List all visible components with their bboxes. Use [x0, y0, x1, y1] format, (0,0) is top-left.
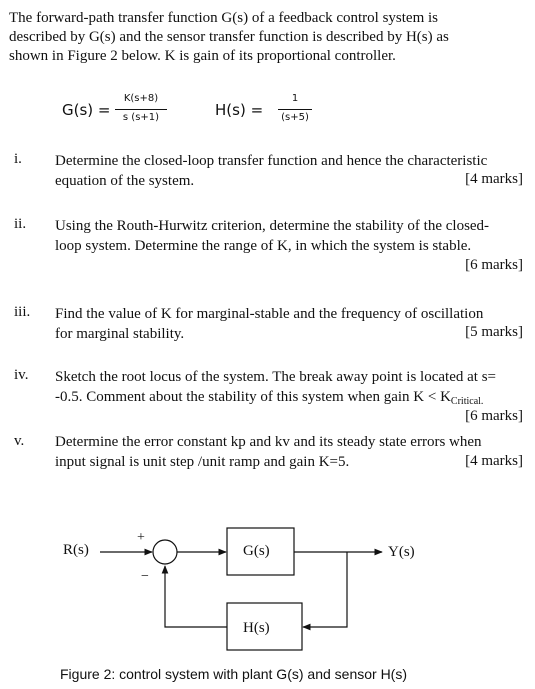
- h-block: [226, 602, 303, 651]
- minus-sign: −: [141, 569, 149, 584]
- h-block-label: H(s): [243, 620, 270, 636]
- question-line: Determine the error constant kp and kv a…: [55, 434, 482, 450]
- summing-junction: [152, 539, 178, 565]
- input-label: R(s): [63, 542, 89, 558]
- question-line: Using the Routh-Hurwitz criterion, deter…: [55, 218, 490, 234]
- k-critical-subscript: Critical.: [450, 396, 484, 407]
- question-line: Determine the closed-loop transfer funct…: [55, 153, 488, 169]
- output-label: Y(s): [388, 544, 415, 560]
- question-number: i.: [14, 151, 22, 167]
- question-text: Determine the error constant kp and kv a…: [55, 432, 527, 472]
- question-line: -0.5. Comment about the stability of thi…: [55, 387, 527, 412]
- question-line: equation of the system.: [55, 173, 195, 189]
- question-text: Sketch the root locus of the system. The…: [55, 367, 527, 412]
- g-numerator: K(s+8): [123, 93, 159, 104]
- question-number: ii.: [14, 216, 27, 232]
- g-lhs: G(s) =: [62, 101, 111, 119]
- question-line: for marginal stability.: [55, 326, 185, 342]
- feedback-branch: [302, 552, 348, 631]
- question-marks: [6 marks]: [465, 408, 523, 424]
- question-marks: [5 marks]: [465, 324, 523, 340]
- question-text: Find the value of K for marginal-stable …: [55, 304, 527, 344]
- question-number: iv.: [14, 367, 29, 383]
- question-line-main: -0.5. Comment about the stability of thi…: [55, 389, 451, 405]
- g-denominator: s (s+1): [122, 112, 160, 123]
- h-denominator: (s+5): [281, 112, 309, 123]
- question-marks: [6 marks]: [465, 257, 523, 273]
- intro-line: described by G(s) and the sensor transfe…: [9, 29, 449, 45]
- plus-sign: +: [137, 530, 145, 545]
- question-line: loop system. Determine the range of K, i…: [55, 238, 472, 254]
- question-line: Sketch the root locus of the system. The…: [55, 369, 496, 385]
- question-line: input signal is unit step /unit ramp and…: [55, 454, 350, 470]
- intro-paragraph: The forward-path transfer function G(s) …: [9, 9, 509, 66]
- question-marks: [4 marks]: [465, 171, 523, 187]
- question-text: Determine the closed-loop transfer funct…: [55, 151, 527, 191]
- question-number: v.: [14, 433, 25, 449]
- question-marks: [4 marks]: [465, 453, 523, 469]
- figure-caption: Figure 2: control system with plant G(s)…: [60, 666, 408, 682]
- h-fraction-bar: [278, 109, 312, 110]
- g-block-label: G(s): [243, 543, 270, 559]
- question-text: Using the Routh-Hurwitz criterion, deter…: [55, 216, 527, 256]
- intro-line: The forward-path transfer function G(s) …: [9, 10, 439, 26]
- feedback-return: [161, 565, 227, 628]
- h-numerator: 1: [291, 93, 299, 104]
- question-line: Find the value of K for marginal-stable …: [55, 306, 484, 322]
- question-number: iii.: [14, 304, 31, 320]
- h-lhs: H(s) =: [215, 101, 264, 119]
- intro-line: shown in Figure 2 below. K is gain of it…: [9, 48, 396, 64]
- g-fraction-bar: [115, 109, 167, 110]
